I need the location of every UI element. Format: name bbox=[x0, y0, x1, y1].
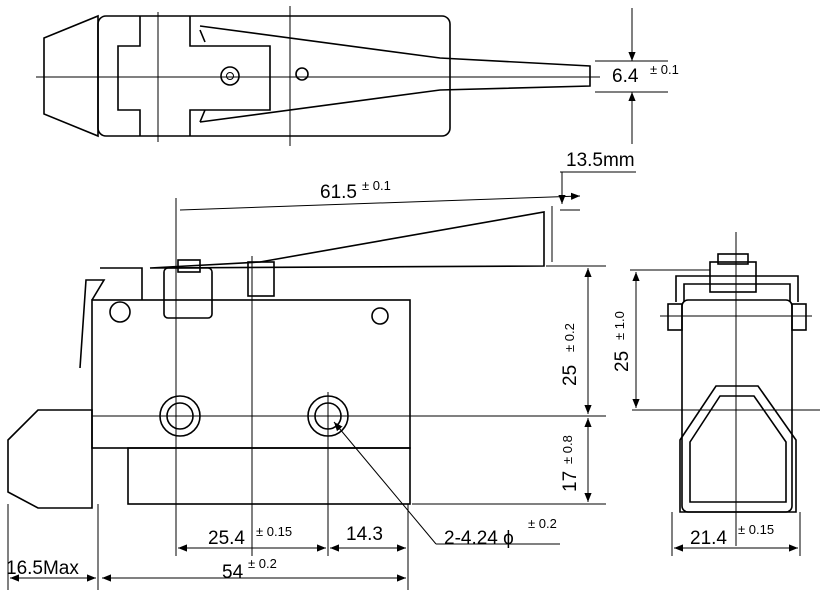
front-view bbox=[7, 171, 636, 590]
dim-25-side-tolerance: ± 1.0 bbox=[612, 311, 627, 340]
dim-holes-value: 2-4.24 ϕ bbox=[444, 528, 514, 549]
dim-25-side-value: 25 bbox=[612, 351, 633, 372]
dim-21-4-value: 21.4 bbox=[690, 528, 727, 549]
dim-14-3-value: 14.3 bbox=[346, 524, 383, 545]
top-view bbox=[36, 6, 668, 146]
dim-25-4-value: 25.4 bbox=[208, 528, 245, 549]
dim-61-5-tolerance: ± 0.1 bbox=[362, 178, 391, 193]
dim-13-5-value: 13.5mm bbox=[566, 150, 635, 171]
dim-25-tolerance: ± 0.2 bbox=[562, 323, 577, 352]
dim-21-4-tolerance: ± 0.15 bbox=[738, 522, 774, 537]
dim-holes-tolerance: ± 0.2 bbox=[528, 516, 557, 531]
dim-25-value: 25 bbox=[560, 365, 581, 386]
dim-17-value: 17 bbox=[560, 471, 581, 492]
side-view bbox=[630, 232, 820, 556]
dim-54-tolerance: ± 0.2 bbox=[248, 556, 277, 571]
dim-25-4-tolerance: ± 0.15 bbox=[256, 524, 292, 539]
dim-61-5-value: 61.5 bbox=[320, 182, 357, 203]
dim-16-5-value: 16.5Max bbox=[6, 558, 79, 579]
dim-54-value: 54 bbox=[222, 562, 244, 583]
dim-6-4-tolerance: ± 0.1 bbox=[650, 62, 679, 77]
dim-6-4-value: 6.4 bbox=[612, 66, 639, 87]
dim-17-tolerance: ± 0.8 bbox=[560, 435, 575, 464]
